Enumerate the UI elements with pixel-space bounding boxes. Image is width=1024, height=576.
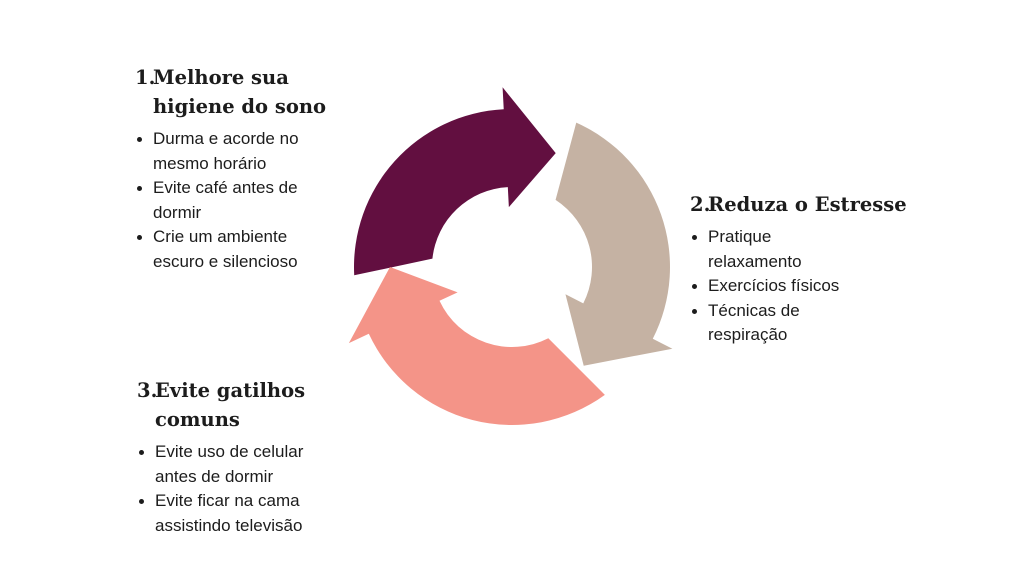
bullet-line: Durma e acorde no xyxy=(153,129,299,148)
step-title: 1.Melhore sua higiene do sono xyxy=(135,63,355,121)
step-title-line: Melhore sua xyxy=(153,66,289,89)
bullet-line: dormir xyxy=(153,202,202,222)
bullet-item: Evite café antes de dormir xyxy=(135,176,355,225)
bullet-line: assistindo televisão xyxy=(155,515,303,535)
bullet-line: mesmo horário xyxy=(153,153,267,173)
step-title-line: Reduza o Estresse xyxy=(708,193,907,216)
step-title: 2.Reduza o Estresse xyxy=(690,190,930,219)
bullet-line: respiração xyxy=(708,325,788,344)
bullet-item: Crie um ambiente escuro e silencioso xyxy=(135,225,355,274)
bullet-line: Evite café antes de xyxy=(153,178,298,197)
step-title: 3.Evite gatilhos comuns xyxy=(137,376,367,434)
step-number: 3. xyxy=(137,379,158,402)
step-title-line: higiene do sono xyxy=(153,95,327,118)
bullet-item: Evite ficar na cama assistindo televisão xyxy=(137,489,367,538)
bullet-item: Evite uso de celular antes de dormir xyxy=(137,440,367,489)
step-title-line: Evite gatilhos xyxy=(155,379,306,402)
step-number: 1. xyxy=(135,66,156,89)
arrow-step-3 xyxy=(348,267,605,425)
bullet-line: antes de dormir xyxy=(155,466,274,486)
bullet-line: Evite uso de celular xyxy=(155,442,304,461)
bullet-line: escuro e silencioso xyxy=(153,251,298,271)
step-title-line: comuns xyxy=(155,408,240,431)
bullet-item: Pratique relaxamento xyxy=(690,225,930,274)
bullet-line: Exercícios físicos xyxy=(708,276,840,295)
step-number: 2. xyxy=(690,193,711,216)
bullet-line: Pratique xyxy=(708,227,772,246)
bullet-line: Crie um ambiente xyxy=(153,227,288,246)
bullet-item: Durma e acorde no mesmo horário xyxy=(135,127,355,176)
arrow-step-2 xyxy=(555,122,673,366)
bullet-item: Técnicas de respiração xyxy=(690,299,930,348)
bullet-line: relaxamento xyxy=(708,251,802,271)
arrow-step-1 xyxy=(353,87,556,276)
bullet-item: Exercícios físicos xyxy=(690,274,930,299)
bullet-line: Técnicas de xyxy=(708,300,800,320)
bullet-line: Evite ficar na cama xyxy=(155,491,300,510)
